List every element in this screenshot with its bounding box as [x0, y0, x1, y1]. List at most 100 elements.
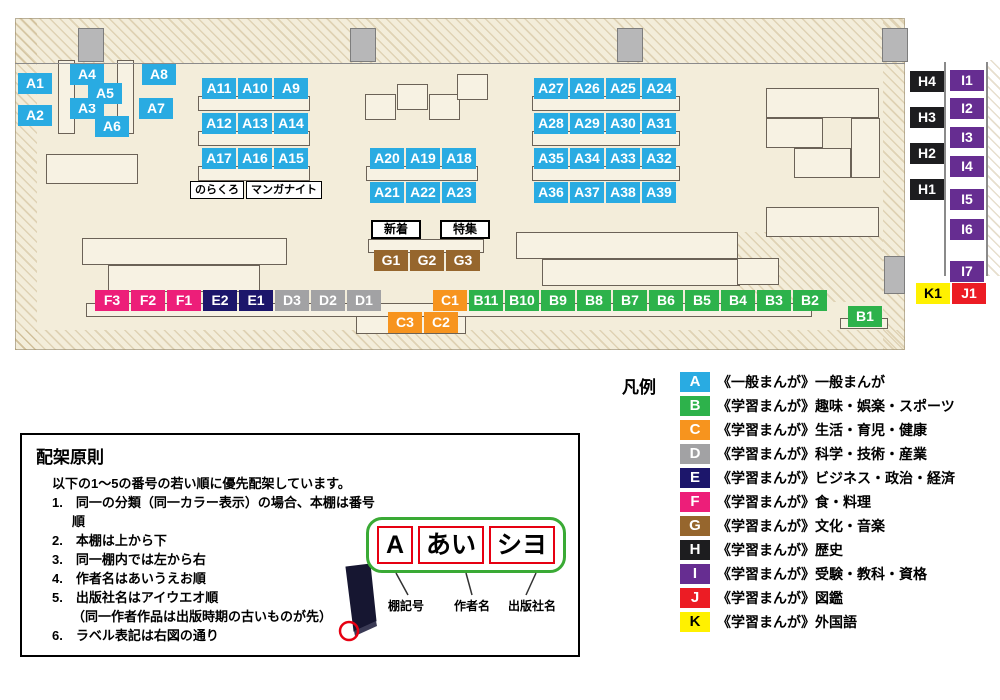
- shelf-label-A25: A25: [606, 78, 640, 99]
- principles-item-3: 3. 同一棚内では左から右: [52, 552, 206, 567]
- shelf-label-I7: I7: [950, 261, 984, 282]
- shelf-block: [794, 148, 851, 178]
- caption-publisher: 出版社名: [508, 599, 557, 613]
- shelf-label-I4: I4: [950, 156, 984, 177]
- legend-row-D: D《学習まんが》科学・技術・産業: [680, 444, 955, 464]
- shelf-label-A26: A26: [570, 78, 604, 99]
- shelf-label-B1: B1: [848, 306, 882, 327]
- shelf-label-A27: A27: [534, 78, 568, 99]
- shelf-label-A7: A7: [139, 98, 173, 119]
- shelf-block: [397, 84, 428, 110]
- legend-label-F: 《学習まんが》食・料理: [717, 494, 871, 510]
- shelf-label-I5: I5: [950, 189, 984, 210]
- shelf-label-A36: A36: [534, 182, 568, 203]
- shelf-block: [429, 94, 460, 120]
- legend-swatch-J: J: [680, 588, 710, 608]
- shelf-block: [82, 238, 287, 265]
- shelf-label-A31: A31: [642, 113, 676, 134]
- shelf-label-I1: I1: [950, 70, 984, 91]
- legend-row-J: J《学習まんが》図鑑: [680, 588, 955, 608]
- shelf-label-I2: I2: [950, 98, 984, 119]
- shelf-block: [457, 74, 488, 100]
- map-note: マンガナイト: [246, 181, 322, 199]
- principles-box: 配架原則 以下の1〜5の番号の若い順に優先配架しています。 1. 同一の分類（同…: [20, 433, 580, 657]
- pillar: [884, 256, 905, 294]
- shelf-label-A29: A29: [570, 113, 604, 134]
- shelf-label-B5: B5: [685, 290, 719, 311]
- shelf-label-A28: A28: [534, 113, 568, 134]
- pillar: [350, 28, 376, 62]
- shelf-label-A33: A33: [606, 148, 640, 169]
- shelf-label-A12: A12: [202, 113, 236, 134]
- principles-item-4: 4. 作者名はあいうえお順: [52, 571, 206, 586]
- shelf-block: [737, 258, 779, 285]
- principles-intro: 以下の1〜5の番号の若い順に優先配架しています。: [52, 476, 351, 491]
- legend-swatch-B: B: [680, 396, 710, 416]
- legend-swatch-C: C: [680, 420, 710, 440]
- shelf-label-G3: G3: [446, 250, 480, 271]
- legend-row-K: K 《学習まんが》外国語: [680, 612, 955, 632]
- legend-label-I: 《学習まんが》受験・教科・資格: [717, 566, 927, 582]
- legend-row-F: F《学習まんが》食・料理: [680, 492, 955, 512]
- hatched-area: [15, 18, 37, 350]
- wall-line: [15, 63, 905, 64]
- shelf-label-B2: B2: [793, 290, 827, 311]
- shelf-label-D1: D1: [347, 290, 381, 311]
- shelf-label-A20: A20: [370, 148, 404, 169]
- legend-label-H: 《学習まんが》歴史: [717, 542, 843, 558]
- legend-swatch-H: H: [680, 540, 710, 560]
- wall-line: [944, 62, 946, 276]
- legend-label-C: 《学習まんが》生活・育児・健康: [717, 422, 927, 438]
- legend-swatch-D: D: [680, 444, 710, 464]
- principles-item-5: 5. 出版社名はアイウエオ順 （同一作者作品は出版時期の古いものが先）: [52, 590, 333, 624]
- shelf-label-J1: J1: [952, 283, 986, 304]
- caption-author: 作者名: [454, 599, 491, 613]
- shelf-label-A11: A11: [202, 78, 236, 99]
- principles-title: 配架原則: [36, 448, 104, 467]
- shelf-label-A23: A23: [442, 182, 476, 203]
- shelf-label-B10: B10: [505, 290, 539, 311]
- shelf-label-A8: A8: [142, 64, 176, 85]
- shelf-label-A1: A1: [18, 73, 52, 94]
- shelf-label-F2: F2: [131, 290, 165, 311]
- shelf-label-G2: G2: [410, 250, 444, 271]
- shelf-label-A14: A14: [274, 113, 308, 134]
- shelf-label-A5: A5: [88, 83, 122, 104]
- shelf-label-H1: H1: [910, 179, 944, 200]
- legend-row-E: E 《学習まんが》ビジネス・政治・経済: [680, 468, 955, 488]
- legend-label-E: 《学習まんが》ビジネス・政治・経済: [717, 470, 955, 486]
- shelf-label-C2: C2: [424, 312, 458, 333]
- principles-item-1: 1. 同一の分類（同一カラー表示）の場合、本棚は番号順: [52, 495, 375, 529]
- shelf-block: [542, 259, 740, 286]
- spine-shelf-code: A: [377, 526, 413, 564]
- shelf-label-A22: A22: [406, 182, 440, 203]
- shelf-label-A15: A15: [274, 148, 308, 169]
- shelf-label-A19: A19: [406, 148, 440, 169]
- legend-title: 凡例: [622, 378, 656, 397]
- spine-author: あい: [418, 526, 484, 564]
- legend-label-K: 《学習まんが》外国語: [717, 614, 857, 630]
- spine-publisher: シヨ: [489, 526, 555, 564]
- shelf-label-B3: B3: [757, 290, 791, 311]
- legend-row-I: I《学習まんが》受験・教科・資格: [680, 564, 955, 584]
- pillar: [617, 28, 643, 62]
- caption-shelf-code: 棚記号: [388, 599, 425, 613]
- shelf-label-K1: K1: [916, 283, 950, 304]
- legend-swatch-E: E: [680, 468, 710, 488]
- caption-pointer-lines: [395, 572, 537, 596]
- legend-row-G: G《学習まんが》文化・音楽: [680, 516, 955, 536]
- shelf-label-A10: A10: [238, 78, 272, 99]
- shelf-label-H3: H3: [910, 107, 944, 128]
- shelf-label-F3: F3: [95, 290, 129, 311]
- shelf-label-B7: B7: [613, 290, 647, 311]
- shelf-label-D3: D3: [275, 290, 309, 311]
- legend-label-B: 《学習まんが》趣味・娯楽・スポーツ: [717, 398, 955, 414]
- shelf-label-E2: E2: [203, 290, 237, 311]
- legend-swatch-K: K: [680, 612, 710, 632]
- book-spine-icon: [338, 563, 377, 642]
- shelf-label-A4: A4: [70, 64, 104, 85]
- shelf-label-A30: A30: [606, 113, 640, 134]
- pillar: [882, 28, 908, 62]
